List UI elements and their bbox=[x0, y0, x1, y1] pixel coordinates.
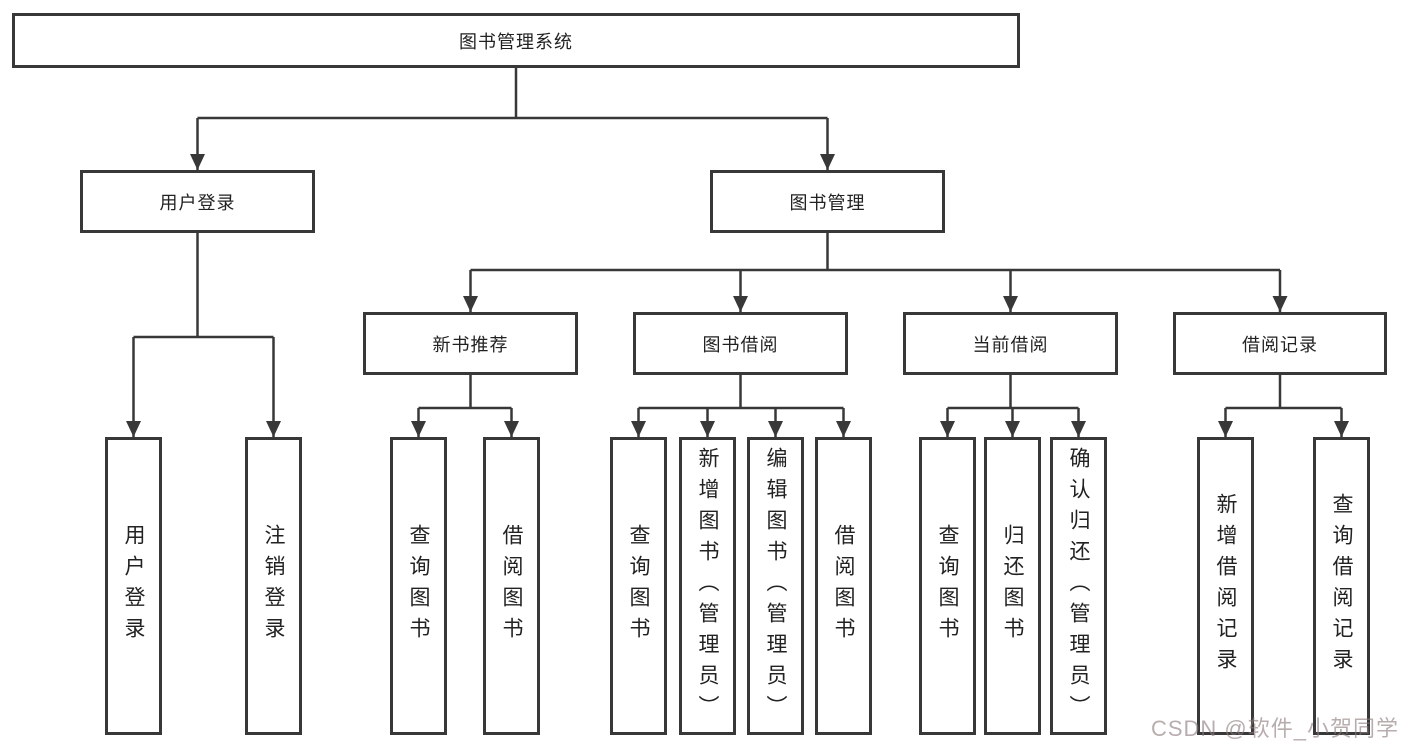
node-label: 新增图书（管理员） bbox=[696, 446, 719, 726]
node-label: 新书推荐 bbox=[432, 334, 509, 355]
node-current-borrowing: 当前借阅 bbox=[903, 312, 1118, 375]
node-label: 借阅图书 bbox=[500, 524, 523, 648]
leaf-query-books-recommend: 查询图书 bbox=[390, 437, 447, 735]
node-label: 图书管理系统 bbox=[459, 31, 573, 52]
node-label: 查询借阅记录 bbox=[1330, 493, 1353, 679]
leaf-confirm-return-admin: 确认归还（管理员） bbox=[1050, 437, 1107, 735]
node-new-book-recommendation: 新书推荐 bbox=[363, 312, 578, 375]
leaf-query-borrow-record: 查询借阅记录 bbox=[1313, 437, 1370, 735]
leaf-logout: 注销登录 bbox=[245, 437, 302, 735]
node-label: 用户登录 bbox=[159, 192, 236, 213]
node-label: 编辑图书（管理员） bbox=[764, 446, 787, 726]
node-book-management: 图书管理 bbox=[710, 170, 945, 233]
leaf-add-books-admin: 新增图书（管理员） bbox=[679, 437, 736, 735]
node-label: 用户登录 bbox=[122, 524, 145, 648]
node-label: 查询图书 bbox=[407, 524, 430, 648]
leaf-borrow-books: 借阅图书 bbox=[815, 437, 872, 735]
node-library-management-system: 图书管理系统 bbox=[12, 13, 1020, 68]
leaf-query-books-current: 查询图书 bbox=[919, 437, 976, 735]
node-label: 借阅图书 bbox=[832, 524, 855, 648]
node-user-login: 用户登录 bbox=[80, 170, 315, 233]
node-borrowing-records: 借阅记录 bbox=[1173, 312, 1387, 375]
leaf-add-borrow-record: 新增借阅记录 bbox=[1197, 437, 1254, 735]
leaf-borrow-books-recommend: 借阅图书 bbox=[483, 437, 540, 735]
node-label: 确认归还（管理员） bbox=[1067, 446, 1090, 726]
csdn-watermark: CSDN @软件_小贺同学 bbox=[1150, 716, 1399, 741]
leaf-return-books: 归还图书 bbox=[984, 437, 1041, 735]
leaf-query-books-borrow: 查询图书 bbox=[610, 437, 667, 735]
node-label: 图书管理 bbox=[789, 192, 866, 213]
node-label: 新增借阅记录 bbox=[1214, 493, 1237, 679]
node-label: 借阅记录 bbox=[1242, 334, 1318, 355]
leaf-edit-books-admin: 编辑图书（管理员） bbox=[747, 437, 804, 735]
node-label: 注销登录 bbox=[262, 524, 285, 648]
leaf-user-login: 用户登录 bbox=[105, 437, 162, 735]
node-label: 图书借阅 bbox=[702, 334, 779, 355]
node-label: 查询图书 bbox=[627, 524, 650, 648]
node-book-borrowing: 图书借阅 bbox=[633, 312, 848, 375]
node-label: 查询图书 bbox=[936, 524, 959, 648]
node-label: 当前借阅 bbox=[972, 334, 1049, 355]
node-label: 归还图书 bbox=[1001, 524, 1024, 648]
